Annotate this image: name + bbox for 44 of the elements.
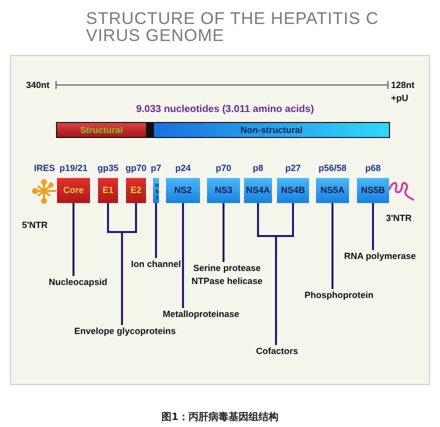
leader-line: [332, 203, 334, 289]
gene-segment: NS5B: [357, 178, 389, 203]
region-label: 3'NTR: [386, 213, 412, 223]
function-label: RNA polymerase: [341, 250, 419, 263]
genome-region-bar: Structural: [57, 123, 146, 137]
function-label: Phosphoprotein: [301, 289, 377, 302]
leader-line: [155, 203, 157, 258]
gene-segment: NS5A: [316, 178, 349, 203]
gene-segment: NS4A: [244, 178, 272, 203]
protein-size-label: p27: [284, 163, 302, 173]
length-label: 128nt +pU: [391, 79, 416, 105]
leader-line: [275, 203, 294, 345]
gene-segment: NS2: [166, 178, 200, 203]
caption: 图1：丙肝病毒基因组结构: [160, 410, 280, 424]
function-label: Envelope glycoproteins: [70, 325, 180, 338]
protein-size-label: p8: [252, 163, 264, 173]
leader-line: [72, 203, 74, 276]
function-label: Metalloproteinase: [146, 308, 256, 321]
leader-line: [372, 203, 374, 250]
function-label: Cofactors: [253, 345, 301, 358]
protein-size-label: p68: [364, 163, 382, 173]
gene-segment: NS3: [207, 178, 240, 203]
length-label: 340nt: [26, 80, 50, 90]
function-label: Ion channel: [128, 258, 184, 271]
region-label: 5'NTR: [22, 220, 48, 230]
protein-size-label: gp35: [96, 163, 120, 173]
protein-size-label: p56/58: [317, 163, 348, 173]
region-label: IRES: [34, 163, 56, 173]
protein-size-label: p19/21: [58, 163, 89, 173]
title: STRUCTURE OF THE HEPATITIS C VIRUS GENOME: [86, 10, 380, 44]
protein-size-label: gp70: [124, 163, 148, 173]
gene-segment: E2: [126, 178, 146, 203]
gene-segment: NS4B: [277, 178, 309, 203]
gene-segment: Core: [57, 178, 90, 203]
gene-segment: E1: [98, 178, 118, 203]
function-label: Serine protease NTPase helicase: [190, 262, 264, 288]
protein-size-label: p24: [174, 163, 192, 173]
leader-line: [121, 203, 137, 325]
protein-size-label: p70: [214, 163, 232, 173]
leader-line: [182, 203, 184, 308]
genome-region-bar: Non-structural: [154, 123, 389, 137]
function-label: Nucleocapsid: [42, 276, 114, 289]
genome-size-label: 9.033 nucleotides (3.011 amino acids): [135, 104, 315, 115]
leader-line: [222, 203, 224, 262]
